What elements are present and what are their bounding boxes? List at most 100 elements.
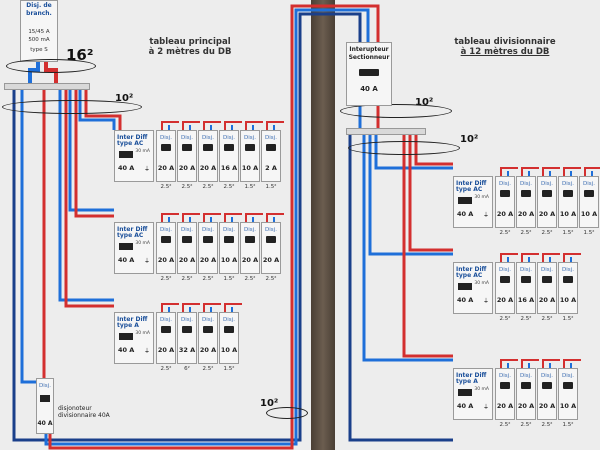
breaker-rating: 20 A — [538, 210, 556, 218]
breaker-toggle — [542, 276, 552, 283]
breaker-toggle — [161, 236, 171, 243]
main-title-line2: à 2 mètres du DB — [148, 46, 232, 57]
breaker-name: Disj. — [499, 181, 511, 187]
wire — [161, 121, 179, 130]
breaker-name: Disj. — [520, 373, 532, 379]
main-breaker-1-1: Disj. 20 A 2.5² — [177, 222, 197, 282]
breaker-section: 2.5² — [499, 316, 511, 322]
breaker-rating: 20 A — [157, 346, 175, 354]
earth-symbol: ⏚ — [143, 349, 150, 355]
div-breaker-0-4: Disj. 10 A 1.5² — [579, 176, 599, 236]
wire — [362, 134, 453, 362]
breaker-section: 2.5² — [541, 316, 553, 322]
breaker-name: Disj. — [160, 317, 172, 323]
breaker-name: Disj. — [499, 373, 511, 379]
breaker-section: 2.5² — [181, 276, 193, 282]
breaker-section: 2.5² — [223, 184, 235, 190]
breaker-toggle — [266, 144, 276, 151]
breaker-section: 2.5² — [520, 422, 532, 428]
diff-ma: 30 mA — [135, 149, 150, 154]
breaker-name: Disj. — [520, 267, 532, 273]
main-breaker-2-3: Disj. 10 A 1.5² — [219, 312, 239, 372]
cable-ring-bottom — [266, 407, 308, 419]
wire — [224, 121, 242, 130]
wire — [348, 134, 453, 442]
breaker-toggle — [500, 382, 510, 389]
wire — [245, 213, 263, 222]
wire — [266, 121, 284, 130]
breaker-rating: 20 A — [496, 402, 514, 410]
breaker-section: 1.5² — [583, 230, 595, 236]
wire — [368, 134, 453, 256]
breaker-toggle — [245, 236, 255, 243]
branch-breaker: Disj. de branch. 15/45 A 500 mA type S — [20, 0, 58, 62]
breaker-section: 2.5² — [181, 184, 193, 190]
breaker-name: Disj. — [244, 135, 256, 141]
breaker-section: 2.5² — [244, 276, 256, 282]
branch-line1: Disj. de — [26, 2, 52, 9]
wire — [64, 88, 114, 308]
wire — [182, 121, 200, 130]
breaker-section: 2.5² — [520, 230, 532, 236]
wire — [521, 167, 539, 176]
wire — [224, 213, 242, 222]
breaker-section: 1.5² — [223, 276, 235, 282]
breaker-name: Disj. — [160, 227, 172, 233]
div-breaker-0-3: Disj. 10 A 1.5² — [558, 176, 578, 236]
breaker-name: Disj. — [562, 181, 574, 187]
main-breaker-0-0: Disj. 20 A 2.5² — [156, 130, 176, 190]
earth-symbol: ⏚ — [482, 299, 489, 305]
breaker-section: 1.5² — [265, 184, 277, 190]
wire — [182, 303, 200, 312]
wire — [182, 213, 200, 222]
wire — [563, 167, 581, 176]
breaker-section: 2.5² — [160, 184, 172, 190]
div-breaker-0-1: Disj. 20 A 2.5² — [516, 176, 536, 236]
breaker-section: 2.5² — [499, 422, 511, 428]
wire — [402, 134, 453, 358]
breaker-toggle — [521, 190, 531, 197]
branch-line4: 500 mA — [28, 37, 50, 43]
breaker-rating: 20 A — [199, 256, 217, 264]
section-10-bottom-label: 10² — [260, 398, 279, 409]
main-breaker-1-0: Disj. 20 A 2.5² — [156, 222, 176, 282]
breaker-toggle — [563, 382, 573, 389]
wire — [563, 253, 581, 262]
breaker-rating: 20 A — [496, 210, 514, 218]
breaker-section: 2.5² — [499, 230, 511, 236]
main-breaker-0-3: Disj. 16 A 2.5² — [219, 130, 239, 190]
main-breaker-2-1: Disj. 32 A 6² — [177, 312, 197, 372]
main-bus-bar — [4, 83, 90, 90]
wire — [500, 359, 518, 368]
disj40-name: Disj. — [39, 383, 51, 389]
breaker-toggle — [182, 236, 192, 243]
diff-ma: 30 mA — [135, 241, 150, 246]
breaker-section: 1.5² — [223, 366, 235, 372]
breaker-name: Disj. — [583, 181, 595, 187]
wire — [74, 88, 114, 218]
div-bus-bar — [346, 128, 426, 135]
breaker-rating: 20 A — [241, 256, 259, 264]
wire — [542, 359, 560, 368]
breaker-toggle — [203, 326, 213, 333]
cable-ring-div-bar — [348, 141, 460, 155]
breaker-rating: 10 A — [580, 210, 598, 218]
breaker-section: 2.5² — [202, 184, 214, 190]
main-breaker-1-4: Disj. 20 A 2.5² — [240, 222, 260, 282]
branch-line5: type S — [30, 47, 48, 53]
cable-ring-16 — [6, 59, 96, 73]
breaker-section: 2.5² — [160, 366, 172, 372]
div-breaker-2-1: Disj. 20 A 2.5² — [516, 368, 536, 428]
breaker-toggle — [584, 190, 594, 197]
cable-ring-main — [2, 100, 142, 114]
breaker-name: Disj. — [202, 317, 214, 323]
wire — [542, 167, 560, 176]
interrupteur-sectionneur: Interupteur Sectionneur 40 A — [346, 42, 392, 106]
inter-line1: Interupteur — [349, 46, 389, 53]
